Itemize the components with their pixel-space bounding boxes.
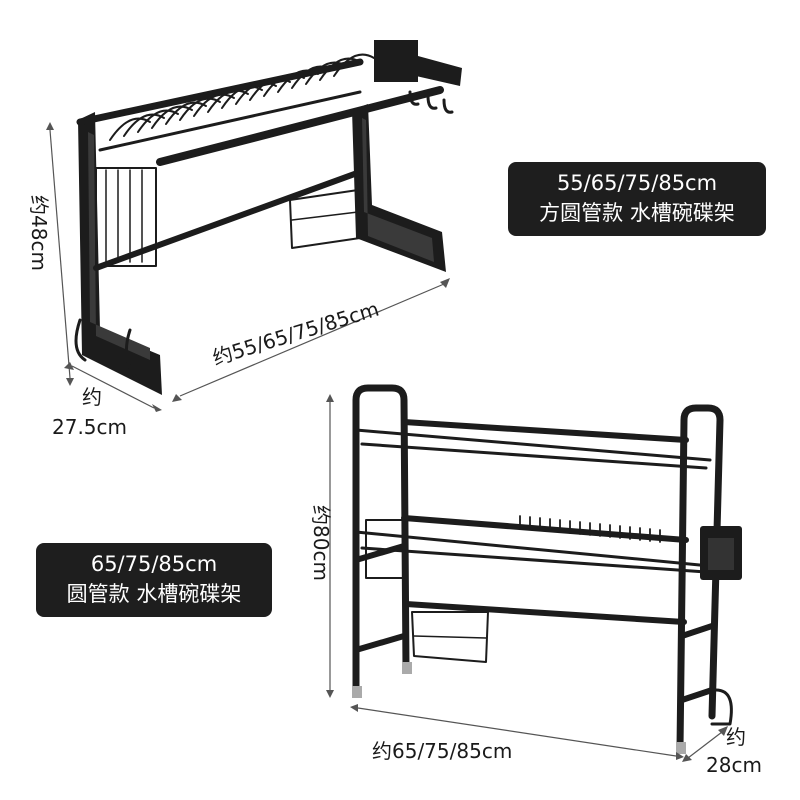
rack-b-right-frame [676,404,724,752]
rack-a-lid-holder [74,318,140,382]
rack-a-left-frame [78,112,162,395]
rack-a [74,40,462,395]
rack-b-dish-slats [519,515,661,543]
product-b-label-sizes: 65/75/85cm [90,552,218,576]
product-b-label-title: 圆管款 水槽碗碟架 [66,582,242,606]
rack-b-sponge-basket [411,611,489,663]
rack-b-left-frame [352,384,410,696]
product-a-label: 55/65/75/85cm 方圆管款 水槽碗碟架 [508,162,766,236]
rack-a-dish-slats [109,53,375,141]
rack-b-dimension-lines [326,394,728,762]
product-a-depth-label: 27.5cm [52,415,128,439]
rack-a-hooks [408,90,454,114]
product-b-label: 65/75/85cm 圆管款 水槽碗碟架 [36,543,272,617]
product-a-label-sizes: 55/65/75/85cm [556,171,718,195]
product-a-depth-prefix: 约 [82,385,102,409]
product-b-width-label: 约65/75/85cm [372,739,513,763]
product-a-label-title: 方圆管款 水槽碗碟架 [539,201,735,225]
rack-b-utensil-basket [365,519,405,579]
product-a-height-label: 约48cm [27,195,51,271]
product-b-height-label: 约80cm [309,505,333,581]
rack-a-sponge-basket [289,189,361,249]
rack-a-knife-holder [374,40,418,82]
rack-a-utensil-basket [95,167,157,267]
product-b-depth-prefix: 约 [726,725,746,749]
product-b-depth-label: 28cm [706,753,762,777]
rack-a-dimension-lines [46,122,450,412]
rack-b-lid-holder [710,688,733,726]
rack-b [352,384,742,754]
